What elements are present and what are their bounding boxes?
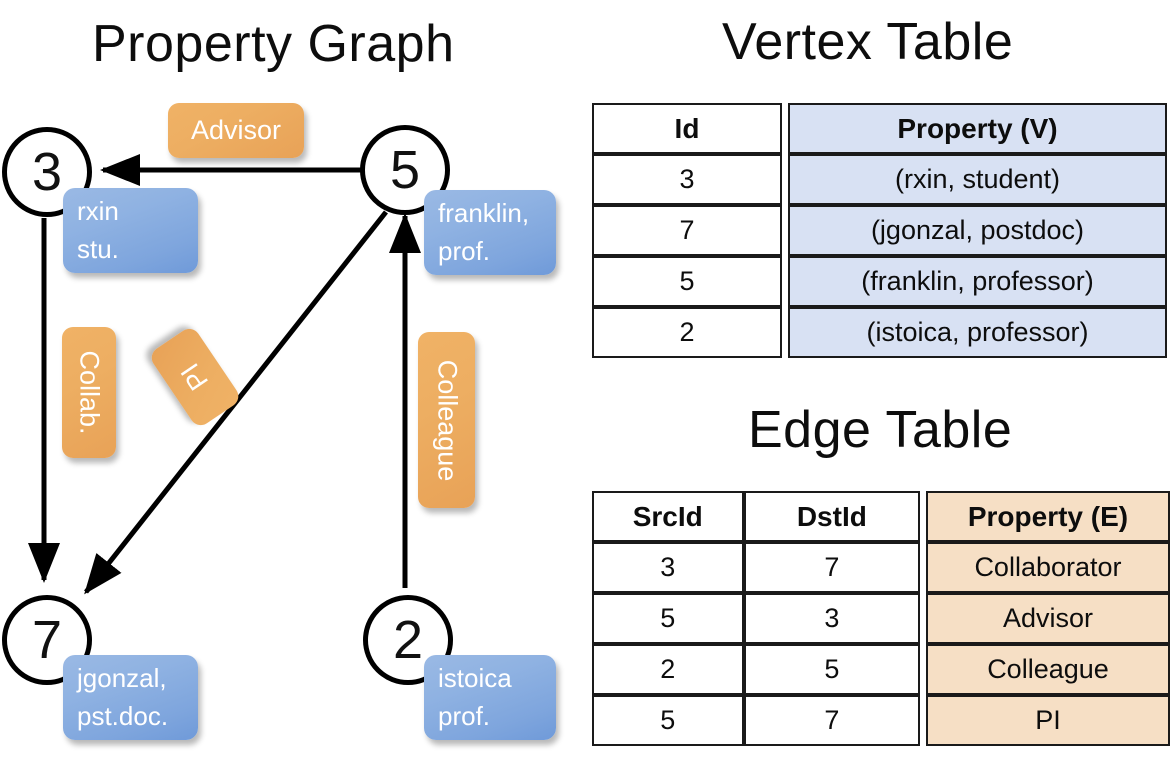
vertex-property-5-line-1: franklin,	[438, 197, 530, 228]
edge-table-row[interactable]: 3 7 Collaborator	[592, 542, 1170, 593]
vertex-property-box-7[interactable]: jgonzal, pst.doc.	[63, 655, 198, 740]
vertex-property-7-line-2: pst.doc.	[77, 700, 169, 731]
edge-row-0-dst: 7	[743, 542, 921, 593]
vertex-property-7-line-1: jgonzal,	[77, 662, 167, 693]
page-title-edge-table: Edge Table	[748, 401, 1013, 459]
edge-table: SrcId DstId Property (E) 3 7 Collaborato…	[592, 491, 1170, 746]
edge-table-header-row: SrcId DstId Property (E)	[592, 491, 1170, 542]
vertex-table-row[interactable]: 5 (franklin, professor)	[592, 256, 1167, 307]
vertex-table-row[interactable]: 3 (rxin, student)	[592, 154, 1167, 205]
page-title-property-graph: Property Graph	[92, 15, 455, 73]
edge-table-header-property: Property (E)	[925, 491, 1170, 542]
edge-table-header-dstid: DstId	[743, 491, 921, 542]
edge-table-row[interactable]: 2 5 Colleague	[592, 644, 1170, 695]
vertex-table-header-row: Id Property (V)	[592, 103, 1167, 154]
edge-label-advisor[interactable]: Advisor	[168, 103, 304, 158]
vertex-row-2-id: 5	[592, 256, 782, 307]
edge-row-1-dst: 3	[743, 593, 921, 644]
edge-label-collab[interactable]: Collab.	[62, 327, 116, 458]
vertex-property-box-2[interactable]: istoica prof.	[424, 655, 556, 740]
edge-row-0-src: 3	[592, 542, 744, 593]
edge-table-row[interactable]: 5 7 PI	[592, 695, 1170, 746]
vertex-row-1-id: 7	[592, 205, 782, 256]
vertex-row-2-property: (franklin, professor)	[788, 256, 1167, 307]
vertex-table-row[interactable]: 7 (jgonzal, postdoc)	[592, 205, 1167, 256]
vertex-property-5-line-2: prof.	[438, 235, 491, 266]
property-graph-panel: Property Graph 3 5 7 2	[2, 15, 556, 740]
edge-row-1-src: 5	[592, 593, 744, 644]
graph-node-5[interactable]: 5	[360, 125, 450, 215]
vertex-table-header-property: Property (V)	[788, 103, 1167, 154]
edge-label-pi-text: PI	[175, 358, 215, 397]
vertex-property-2-line-1: istoica	[438, 662, 512, 693]
edge-row-2-src: 2	[592, 644, 744, 695]
edge-label-colleague-text: Colleague	[432, 359, 462, 481]
edge-row-3-src: 5	[592, 695, 744, 746]
edge-row-3-property: PI	[925, 695, 1170, 746]
vertex-row-0-id: 3	[592, 154, 782, 205]
edge-table-header-srcid: SrcId	[592, 491, 744, 542]
vertex-row-3-id: 2	[592, 307, 782, 358]
vertex-table-row[interactable]: 2 (istoica, professor)	[592, 307, 1167, 358]
edge-label-collab-text: Collab.	[74, 350, 105, 435]
graph-node-5-id: 5	[389, 140, 421, 200]
graph-node-7-id: 7	[31, 610, 63, 670]
edge-row-0-property: Collaborator	[925, 542, 1170, 593]
edge-row-2-dst: 5	[743, 644, 921, 695]
vertex-property-3-line-2: stu.	[77, 233, 119, 264]
edge-label-colleague[interactable]: Colleague	[418, 332, 475, 508]
page-title-vertex-table: Vertex Table	[722, 13, 1014, 71]
vertex-row-1-property: (jgonzal, postdoc)	[788, 205, 1167, 256]
edge-row-1-property: Advisor	[925, 593, 1170, 644]
graph-node-2-id: 2	[392, 610, 424, 670]
vertex-row-3-property: (istoica, professor)	[788, 307, 1167, 358]
vertex-table: Id Property (V) 3 (rxin, student) 7 (jgo…	[592, 103, 1167, 358]
vertex-property-box-3[interactable]: rxin stu.	[63, 188, 198, 273]
vertex-property-box-5[interactable]: franklin, prof.	[424, 190, 556, 275]
edge-table-row[interactable]: 5 3 Advisor	[592, 593, 1170, 644]
vertex-property-3-line-1: rxin	[77, 195, 119, 226]
edge-row-3-dst: 7	[743, 695, 921, 746]
vertex-table-header-id: Id	[592, 103, 782, 154]
graph-node-3-id: 3	[31, 142, 63, 202]
edge-row-2-property: Colleague	[925, 644, 1170, 695]
edge-label-advisor-text: Advisor	[190, 115, 282, 145]
graph-node-2[interactable]: 2	[363, 595, 453, 685]
vertex-property-2-line-2: prof.	[438, 700, 491, 731]
vertex-row-0-property: (rxin, student)	[788, 154, 1167, 205]
